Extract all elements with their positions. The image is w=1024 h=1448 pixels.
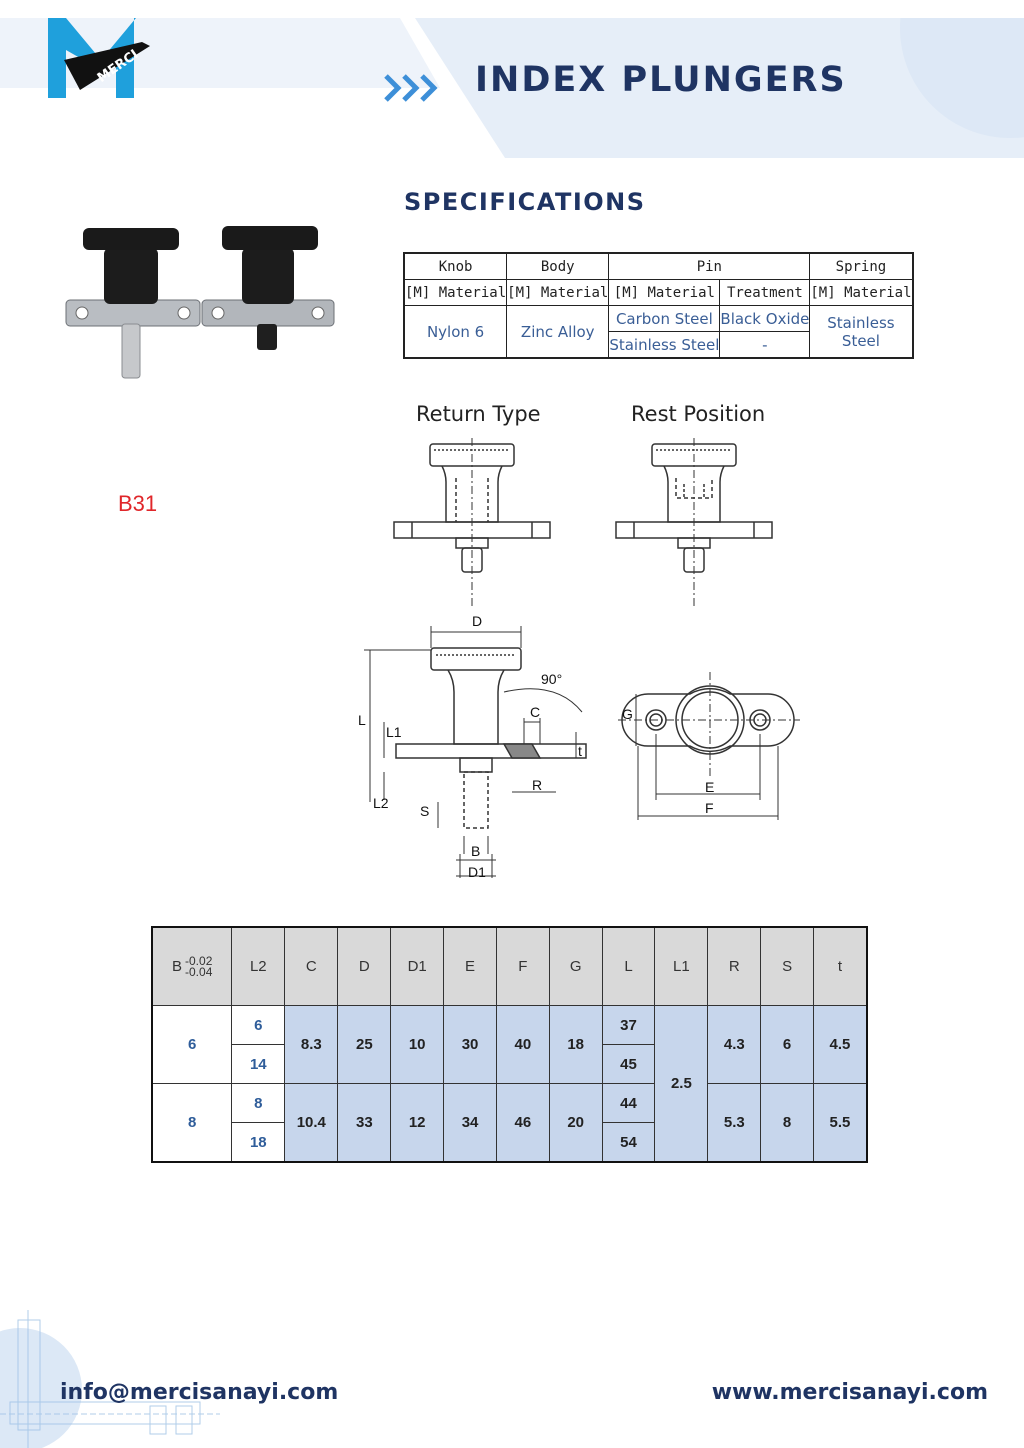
cell-L2: 6 — [231, 1005, 286, 1045]
label-E: E — [705, 779, 715, 795]
cell-D: 33 — [337, 1083, 392, 1163]
cell-R: 5.3 — [707, 1083, 762, 1163]
cell-F: 46 — [495, 1083, 550, 1163]
pin-material-value-2: Stainless Steel — [608, 331, 721, 359]
cell-L2: 14 — [231, 1044, 286, 1084]
cell-L2: 18 — [231, 1122, 286, 1163]
cell-L: 37 — [601, 1005, 656, 1045]
cell-L2: 8 — [231, 1083, 286, 1123]
label-t: t — [578, 743, 582, 759]
header-C: C — [284, 926, 339, 1006]
header-E: E — [443, 926, 497, 1006]
table-row: 14 45 — [152, 1044, 867, 1084]
header-L: L — [601, 926, 656, 1006]
table-row: 6 6 8.3 25 10 30 40 18 37 2.5 4.3 6 4.5 — [151, 1005, 868, 1163]
cell-B: 6 — [151, 1005, 233, 1084]
knob-material-value: Nylon 6 — [403, 305, 508, 359]
rest-position-drawing — [615, 438, 773, 606]
cell-C: 10.4 — [284, 1083, 339, 1163]
label-R: R — [532, 777, 543, 793]
header-R: R — [707, 926, 762, 1006]
return-type-drawing — [393, 438, 551, 606]
pin-treatment-value-2: - — [719, 331, 811, 359]
cell-E: 34 — [443, 1083, 497, 1163]
subheader-pin-material: [M] Material — [608, 279, 721, 306]
pin-treatment-value-1: Black Oxide — [719, 305, 811, 332]
label-L: L — [358, 712, 366, 728]
label-C: C — [530, 704, 541, 720]
header-L2: L2 — [231, 926, 286, 1006]
cell-S: 6 — [760, 1005, 814, 1084]
cell-L: 54 — [601, 1122, 656, 1163]
cell-R: 4.3 — [707, 1005, 762, 1084]
website-link[interactable]: www.mercisanayi.com — [711, 1380, 988, 1405]
merci-logo: MERCI — [48, 18, 150, 98]
rest-position-title: Rest Position — [631, 402, 766, 426]
cell-D1: 12 — [390, 1083, 445, 1163]
header-spring: Spring — [809, 252, 914, 280]
pin-material-value-1: Carbon Steel — [608, 305, 721, 332]
cell-E: 30 — [443, 1005, 497, 1084]
header-pin: Pin — [608, 252, 811, 280]
page-title: INDEX PLUNGERS — [475, 60, 847, 100]
label-F: F — [705, 800, 714, 816]
header-B-label: B — [172, 957, 183, 975]
subheader-body-material: [M] Material — [506, 279, 610, 306]
subheader-knob-material: [M] Material — [403, 279, 508, 306]
specifications-table: Knob Body Pin Spring [M] Material [M] Ma… — [403, 252, 914, 359]
cell-D1: 10 — [390, 1005, 445, 1084]
label-L1: L1 — [386, 724, 402, 740]
header-knob: Knob — [403, 252, 508, 280]
cell-L: 45 — [601, 1044, 656, 1084]
subheader-pin-treatment: Treatment — [719, 279, 811, 306]
cell-L1: 2.5 — [654, 1005, 709, 1163]
return-type-title: Return Type — [416, 402, 541, 426]
label-D: D — [472, 613, 483, 629]
body-material-value: Zinc Alloy — [506, 305, 610, 359]
cell-t: 4.5 — [812, 1005, 868, 1084]
label-B: B — [471, 843, 481, 859]
header-G: G — [548, 926, 603, 1006]
spring-material-text: Stainless Steel — [827, 313, 895, 350]
chevron-arrows-icon — [384, 74, 438, 102]
subheader-spring-material: [M] Material — [809, 279, 914, 306]
cell-S: 8 — [760, 1083, 814, 1163]
product-code: B31 — [118, 491, 158, 516]
side-dimension-drawing — [364, 626, 587, 878]
cell-D: 25 — [337, 1005, 392, 1084]
table-row: 18 54 — [152, 1122, 867, 1163]
product-photo — [65, 226, 335, 379]
cell-t: 5.5 — [812, 1083, 868, 1163]
header-L1: L1 — [654, 926, 709, 1006]
header-D: D — [337, 926, 392, 1006]
cell-G: 20 — [548, 1083, 603, 1163]
header-t: t — [812, 926, 868, 1006]
dimensions-table: B-0.02-0.04 L2 C D D1 E F G L L1 R S t 6… — [151, 926, 868, 1163]
header-body: Body — [506, 252, 610, 280]
header-D1: D1 — [390, 926, 445, 1006]
contact-email[interactable]: info@mercisanayi.com — [60, 1380, 339, 1405]
label-G: G — [622, 706, 633, 722]
spring-material-value: Stainless Steel — [809, 305, 914, 359]
tolerance-upper: -0.02 — [185, 953, 213, 968]
label-angle: 90° — [541, 671, 563, 687]
cell-C: 8.3 — [284, 1005, 339, 1084]
specifications-title: SPECIFICATIONS — [404, 188, 646, 216]
table-row: 8 8 10.4 33 12 34 46 20 44 5.3 8 5.5 — [151, 1083, 868, 1163]
label-S: S — [420, 803, 430, 819]
label-D1: D1 — [468, 864, 486, 880]
footer-decoration — [0, 1310, 220, 1448]
cell-G: 18 — [548, 1005, 603, 1084]
header-S: S — [760, 926, 814, 1006]
cell-F: 40 — [495, 1005, 550, 1084]
cell-B: 8 — [151, 1083, 233, 1163]
header-B-tolerance: -0.02-0.04 — [185, 953, 213, 979]
header-B: B-0.02-0.04 — [151, 926, 233, 1006]
cell-L: 44 — [601, 1083, 656, 1123]
tolerance-lower: -0.04 — [185, 964, 213, 979]
label-L2: L2 — [373, 795, 389, 811]
header-F: F — [495, 926, 550, 1006]
top-dimension-drawing — [618, 672, 800, 820]
